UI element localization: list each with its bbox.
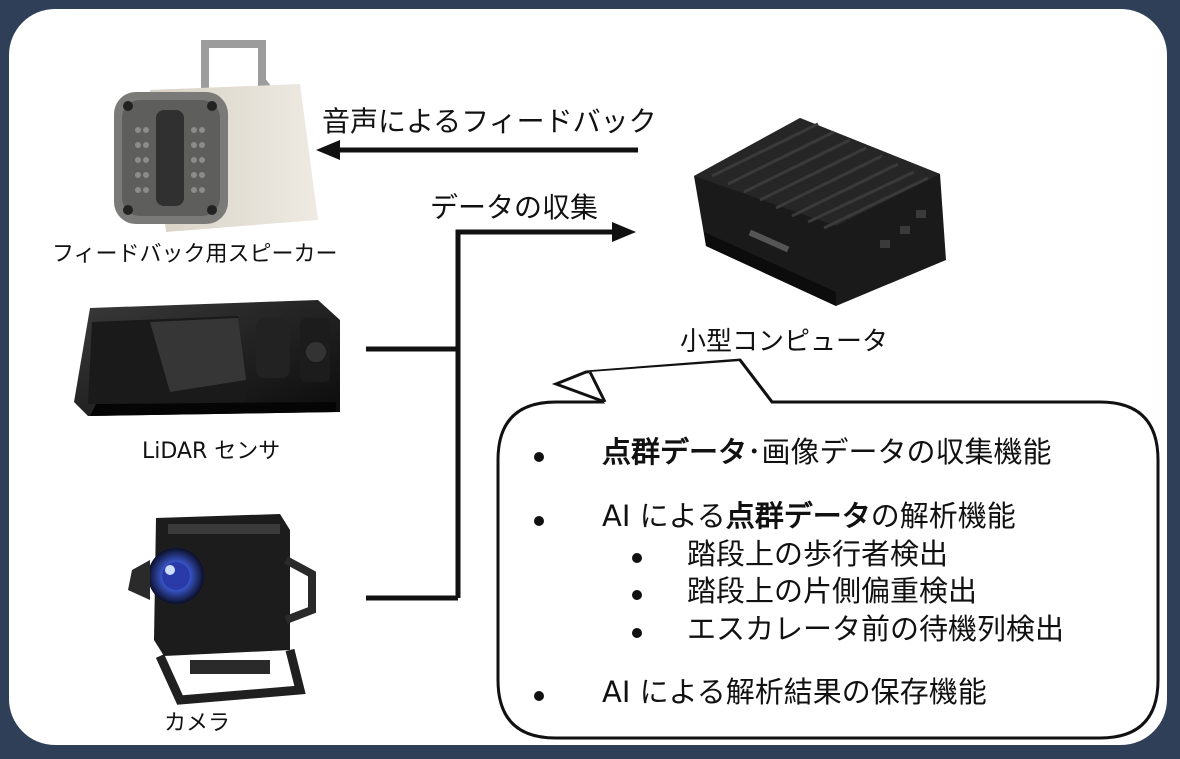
lidar-image xyxy=(74,300,340,416)
feature-collection-bold: 点群データ xyxy=(602,435,748,469)
feature-analysis-bold: 点群データ xyxy=(725,499,871,533)
computer-label: 小型コンピュータ xyxy=(680,327,889,357)
feature-callout-bubble xyxy=(496,358,1160,740)
collect-arrow-label: データの収集 xyxy=(430,191,599,224)
sub-feature-item: 踏段上の歩行者検出 xyxy=(687,537,949,571)
feature-analysis-prefix: AI による xyxy=(602,499,726,533)
bullet-icon xyxy=(632,590,642,600)
feature-storage: AI による解析結果の保存機能 xyxy=(602,675,987,709)
bullet-icon xyxy=(632,553,642,563)
bullet-icon xyxy=(534,516,544,526)
feature-collection: 点群データ･画像データの収集機能 xyxy=(602,438,1052,467)
feature-collection-text: ･画像データの収集機能 xyxy=(747,435,1052,469)
speaker-image xyxy=(114,40,318,232)
camera-image xyxy=(128,514,316,705)
sub-feature-item: 踏段上の片側偏重検出 xyxy=(687,574,978,608)
sub-feature-item: エスカレータ前の待機列検出 xyxy=(687,612,1065,646)
collect-bus-line xyxy=(455,229,612,598)
feature-analysis-text: の解析機能 xyxy=(870,499,1016,533)
computer-image xyxy=(694,118,946,306)
bullet-icon xyxy=(632,628,642,638)
bullet-icon xyxy=(534,452,544,462)
feedback-arrowhead xyxy=(316,140,340,160)
camera-label: カメラ xyxy=(164,711,231,736)
speaker-label: フィードバック用スピーカー xyxy=(52,242,338,267)
bullet-icon xyxy=(534,691,544,701)
collect-arrowhead xyxy=(612,222,636,242)
connectors xyxy=(366,229,612,601)
feedback-arrow-label: 音声によるフィードバック xyxy=(322,105,657,138)
lidar-label: LiDAR センサ xyxy=(142,439,281,464)
feature-analysis: AI による点群データの解析機能 xyxy=(602,502,1016,531)
